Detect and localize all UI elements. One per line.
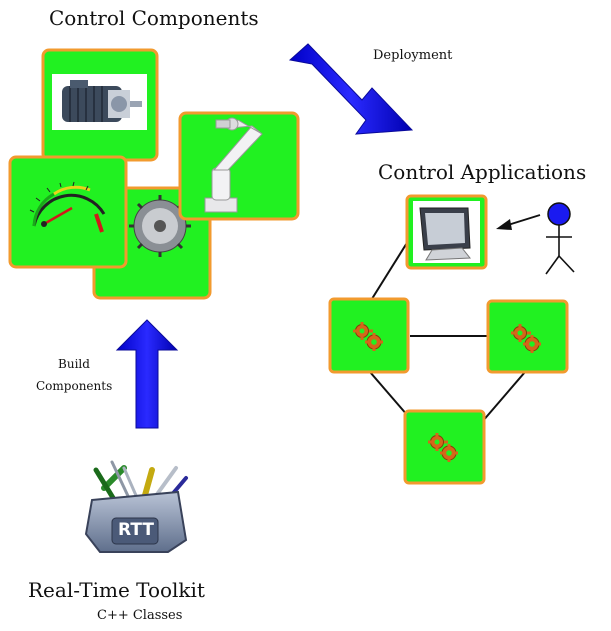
build-components-label: Build Components <box>36 353 112 397</box>
build-components-label-line1: Build <box>58 357 90 371</box>
gauge-icon <box>29 181 106 233</box>
tile-gears-bottom <box>403 409 486 485</box>
cpp-classes-subtitle: C++ Classes <box>97 608 183 623</box>
real-time-toolkit-title: Real-Time Toolkit <box>28 578 205 602</box>
control-applications-title: Control Applications <box>378 160 587 184</box>
network-edges <box>369 237 526 423</box>
edge-left-bottom <box>369 371 409 417</box>
tile-robot-arm <box>178 111 300 221</box>
rtt-logo-text: RTT <box>118 520 154 540</box>
tile-motor <box>41 48 159 162</box>
monitor-icon <box>419 207 472 261</box>
deployment-arrow <box>288 43 414 135</box>
saw-blade-icon <box>129 195 191 257</box>
tile-gears-right <box>486 299 569 374</box>
build-components-arrow <box>115 319 179 429</box>
control-components-title: Control Components <box>49 6 259 30</box>
toolbox-icon <box>84 460 188 553</box>
user-arrow <box>496 214 541 230</box>
edge-right-bottom <box>481 371 526 423</box>
robot-arm-icon <box>204 117 263 213</box>
build-components-label-line2: Components <box>36 379 113 393</box>
deployment-label: Deployment <box>373 48 453 63</box>
edge-monitor-left <box>369 237 411 303</box>
tile-gauge <box>8 155 128 269</box>
tile-gears-left <box>328 297 410 374</box>
tile-monitor <box>405 194 488 270</box>
motor-icon <box>62 80 142 122</box>
stick-figure-icon <box>545 202 575 275</box>
